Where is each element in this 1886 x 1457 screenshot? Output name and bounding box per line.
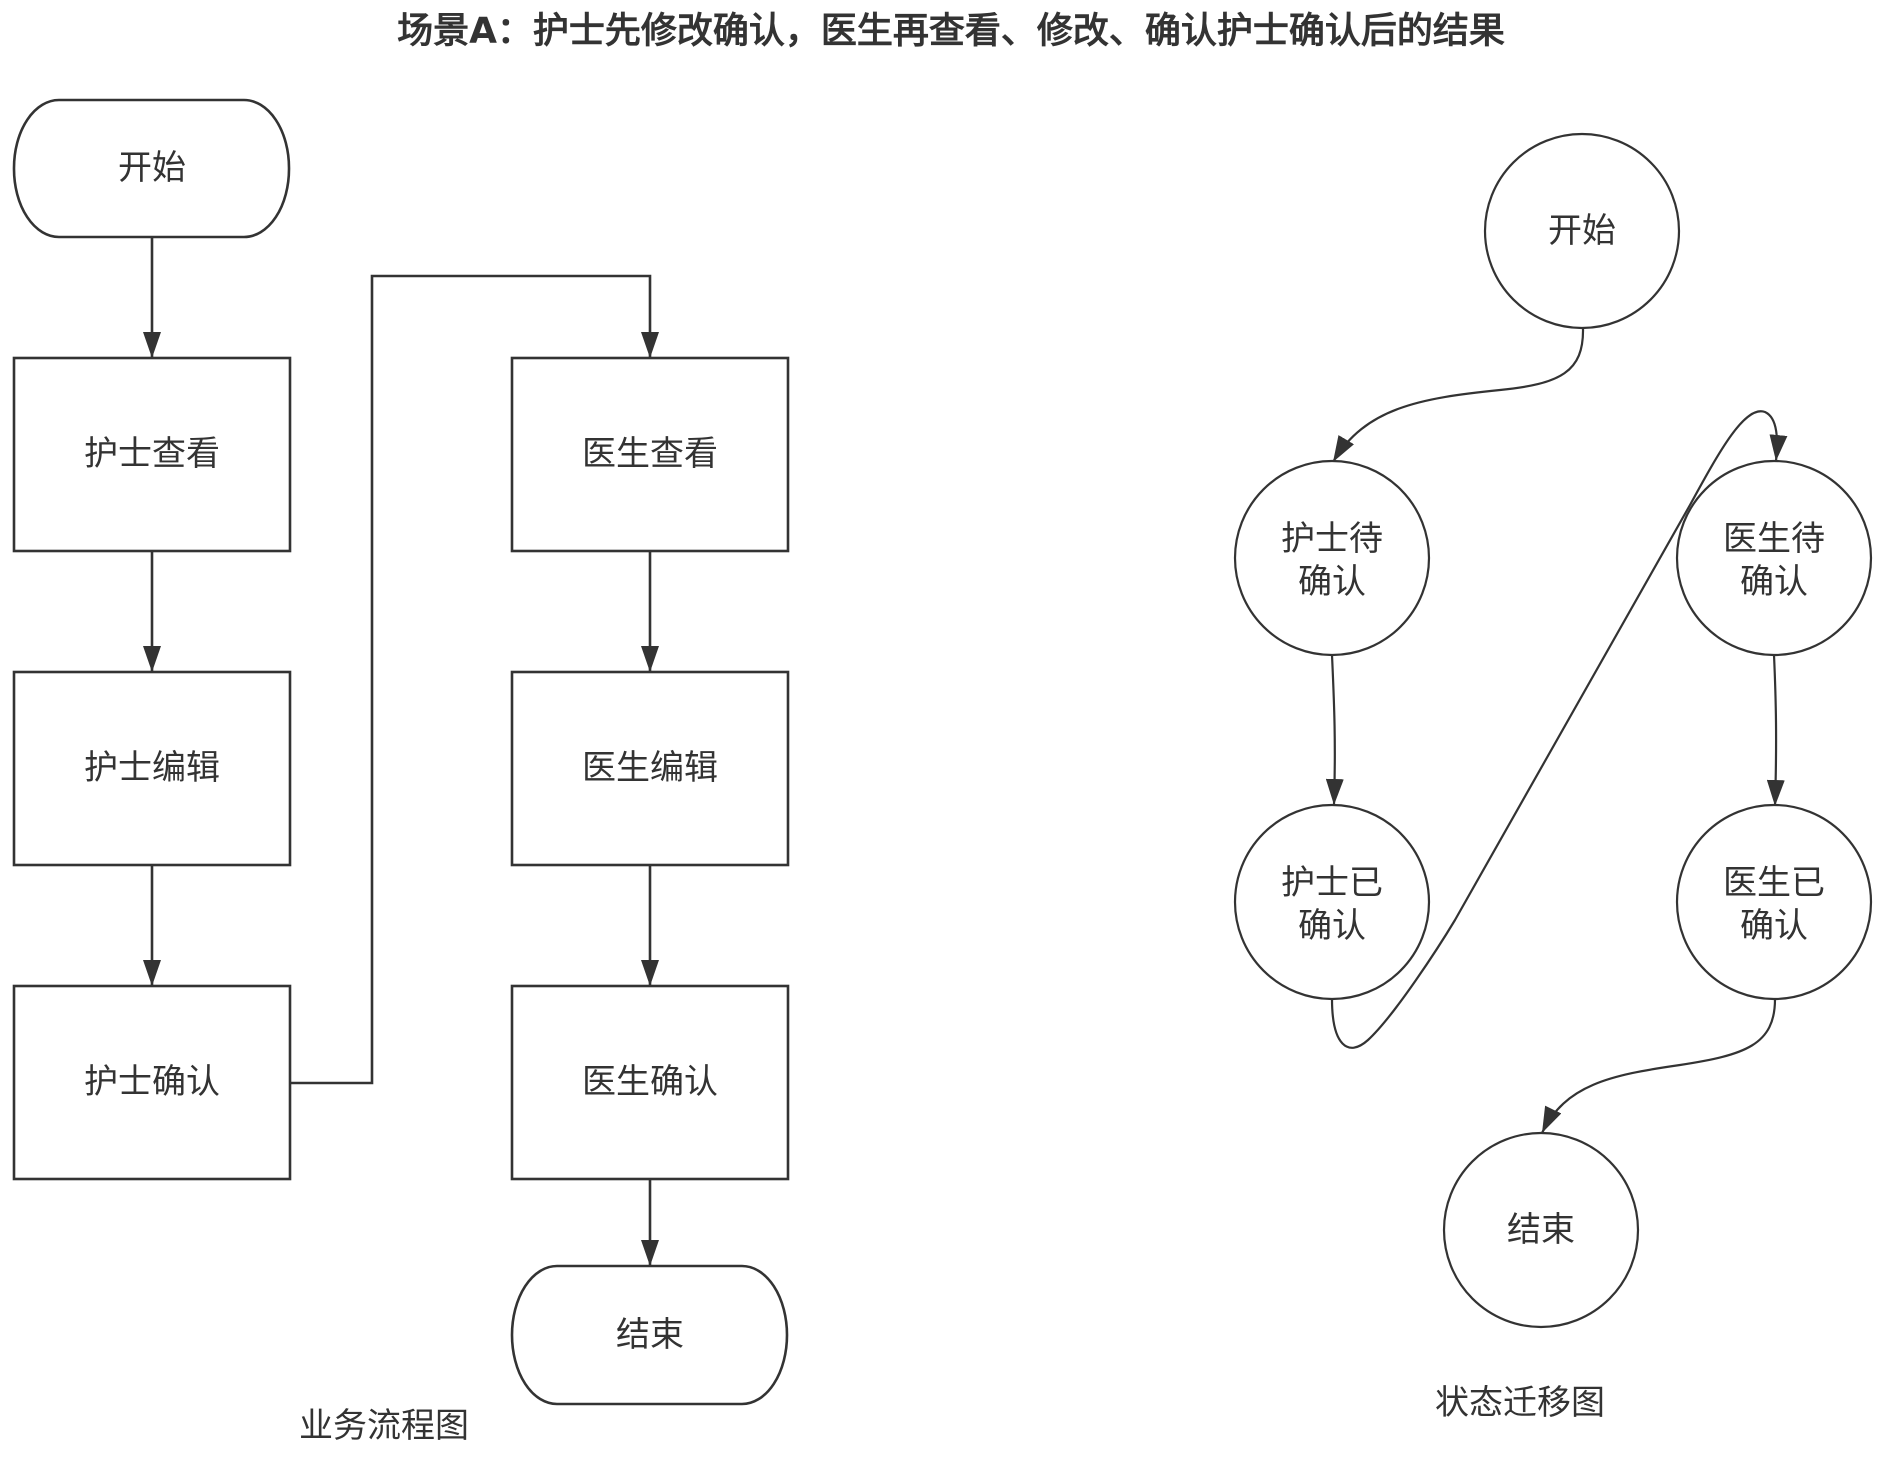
transition-doctor-pending-to-doctor-confirmed xyxy=(1774,655,1776,806)
state-label: 开始 xyxy=(1548,211,1616,251)
state-label-line-2: 确认 xyxy=(1298,562,1366,602)
state-label-line-1: 医生已 xyxy=(1723,863,1825,903)
flow-node-label: 护士编辑 xyxy=(84,748,220,788)
flowchart-caption: 业务流程图 xyxy=(299,1406,469,1446)
flow-node-label: 开始 xyxy=(118,148,186,188)
flow-node-doctor-confirm: 医生确认 xyxy=(512,986,788,1179)
transition-start-to-nurse-pending xyxy=(1333,328,1583,462)
flow-node-nurse-confirm: 护士确认 xyxy=(14,986,290,1179)
flow-node-nurse-view: 护士查看 xyxy=(14,358,290,551)
flow-node-doctor-view: 医生查看 xyxy=(512,358,788,551)
flow-node-doctor-edit: 医生编辑 xyxy=(512,672,788,865)
state-diagram-caption: 状态迁移图 xyxy=(1435,1383,1605,1423)
transition-doctor-confirmed-to-end xyxy=(1542,999,1775,1133)
flow-node-label: 医生编辑 xyxy=(582,748,718,788)
transition-nurse-pending-to-nurse-confirmed xyxy=(1332,655,1335,805)
state-nurse-pending: 护士待 确认 xyxy=(1235,461,1429,655)
state-diagram: 开始 护士待 确认 医生待 确认 护士已 确认 医生已 确认 结束 状态迁移图 xyxy=(1235,134,1871,1423)
page-title: 场景A：护士先修改确认，医生再查看、修改、确认护士确认后的结果 xyxy=(397,11,1505,52)
flow-node-start: 开始 xyxy=(14,100,289,237)
state-nurse-confirmed: 护士已 确认 xyxy=(1235,805,1429,999)
state-doctor-pending: 医生待 确认 xyxy=(1677,461,1871,655)
state-doctor-confirmed: 医生已 确认 xyxy=(1677,805,1871,999)
state-end: 结束 xyxy=(1444,1133,1638,1327)
state-label-line-1: 护士待 xyxy=(1281,519,1383,559)
flow-node-label: 护士查看 xyxy=(84,434,220,474)
state-label-line-1: 医生待 xyxy=(1723,519,1825,559)
flow-node-end: 结束 xyxy=(512,1266,787,1404)
business-flowchart: 开始 护士查看 护士编辑 护士确认 医生查看 医生编辑 医生确认 结束 xyxy=(14,100,788,1446)
state-label-line-2: 确认 xyxy=(1740,906,1808,946)
state-label-line-2: 确认 xyxy=(1740,562,1808,602)
flow-node-label: 护士确认 xyxy=(84,1062,220,1102)
flow-node-label: 结束 xyxy=(616,1315,684,1355)
state-start: 开始 xyxy=(1485,134,1679,328)
state-label-line-1: 护士已 xyxy=(1281,863,1383,903)
flow-node-nurse-edit: 护士编辑 xyxy=(14,672,290,865)
state-label: 结束 xyxy=(1507,1210,1575,1250)
flow-node-label: 医生确认 xyxy=(582,1062,718,1102)
flow-node-label: 医生查看 xyxy=(582,434,718,474)
state-label-line-2: 确认 xyxy=(1298,906,1366,946)
